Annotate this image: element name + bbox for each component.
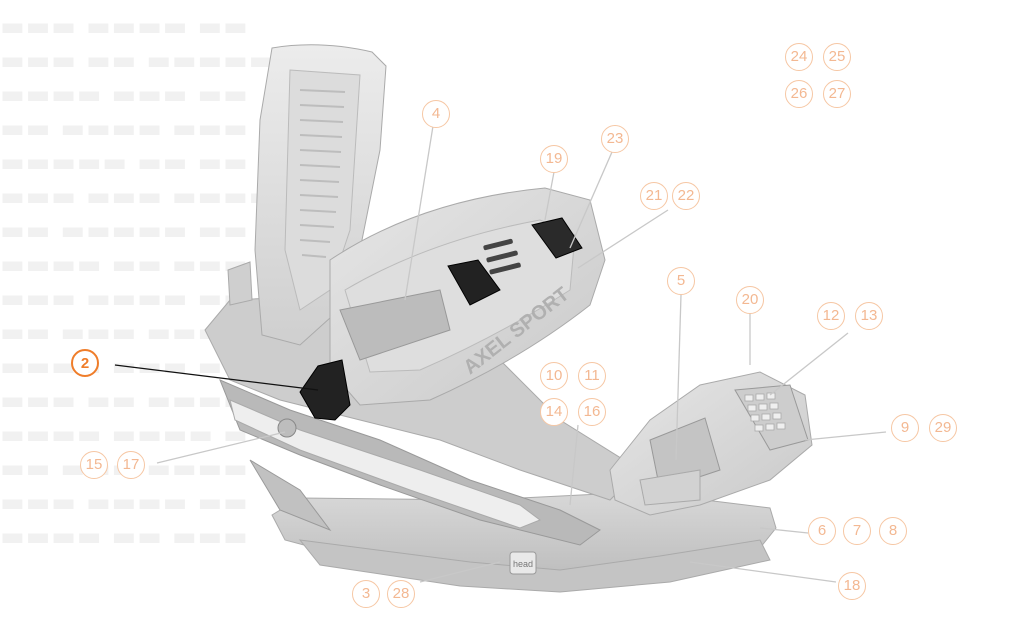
active-leader-line <box>114 364 319 391</box>
callout-10[interactable]: 10 <box>540 362 568 390</box>
callout-23[interactable]: 23 <box>601 125 629 153</box>
callout-14[interactable]: 14 <box>540 398 568 426</box>
callout-4[interactable]: 4 <box>422 100 450 128</box>
background-texture: ▬▬▬ ▬▬▬▬ ▬▬ ▬▬▬ ▬▬ ▬▬▬▬▬ ▬▬▬▬ ▬▬▬ ▬▬ ▬▬ … <box>0 12 275 552</box>
strap-ratchet <box>531 217 583 259</box>
callout-3[interactable]: 3 <box>352 580 380 608</box>
callout-12[interactable]: 12 <box>817 302 845 330</box>
callout-22[interactable]: 22 <box>672 182 700 210</box>
callout-11[interactable]: 11 <box>578 362 606 390</box>
callout-17[interactable]: 17 <box>117 451 145 479</box>
callout-13[interactable]: 13 <box>855 302 883 330</box>
strap-buckle-pad <box>447 259 501 306</box>
callout-20[interactable]: 20 <box>736 286 764 314</box>
callout-2[interactable]: 2 <box>71 349 99 377</box>
brand-tag-box <box>509 551 537 575</box>
callout-27[interactable]: 27 <box>823 80 851 108</box>
callout-5[interactable]: 5 <box>667 267 695 295</box>
callout-24[interactable]: 24 <box>785 43 813 71</box>
callout-29[interactable]: 29 <box>929 414 957 442</box>
callout-9[interactable]: 9 <box>891 414 919 442</box>
heel-screw <box>277 418 297 438</box>
callout-8[interactable]: 8 <box>879 517 907 545</box>
brand-tag: head <box>513 559 533 569</box>
callout-19[interactable]: 19 <box>540 145 568 173</box>
callout-26[interactable]: 26 <box>785 80 813 108</box>
callout-7[interactable]: 7 <box>843 517 871 545</box>
strap-vents <box>483 238 521 275</box>
leader-lines <box>156 125 887 583</box>
callout-15[interactable]: 15 <box>80 451 108 479</box>
toe-strap <box>609 371 813 516</box>
callout-16[interactable]: 16 <box>578 398 606 426</box>
callout-6[interactable]: 6 <box>808 517 836 545</box>
callout-28[interactable]: 28 <box>387 580 415 608</box>
callout-25[interactable]: 25 <box>823 43 851 71</box>
heel-buckle-part <box>299 359 351 421</box>
callout-21[interactable]: 21 <box>640 182 668 210</box>
callout-18[interactable]: 18 <box>838 572 866 600</box>
